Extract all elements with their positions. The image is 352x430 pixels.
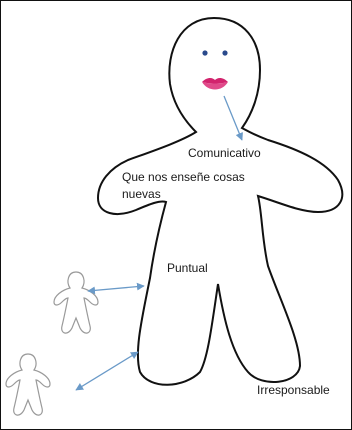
double-arrow-top (88, 286, 144, 291)
label-puntual: Puntual (167, 261, 208, 276)
double-arrow-bottom (76, 352, 138, 390)
label-ensenar-line2: nuevas (122, 187, 161, 202)
left-eye (202, 50, 207, 55)
small-figure-top (54, 272, 98, 333)
label-irresponsable: Irresponsable (257, 383, 330, 398)
right-eye (222, 50, 227, 55)
small-figure-bottom (6, 354, 50, 415)
label-ensenar-line1: Que nos enseñe cosas (122, 170, 245, 185)
label-comunicativo: Comunicativo (188, 146, 261, 161)
arrow-mouth-to-comunicativo (224, 96, 242, 140)
lips-icon (202, 78, 228, 90)
